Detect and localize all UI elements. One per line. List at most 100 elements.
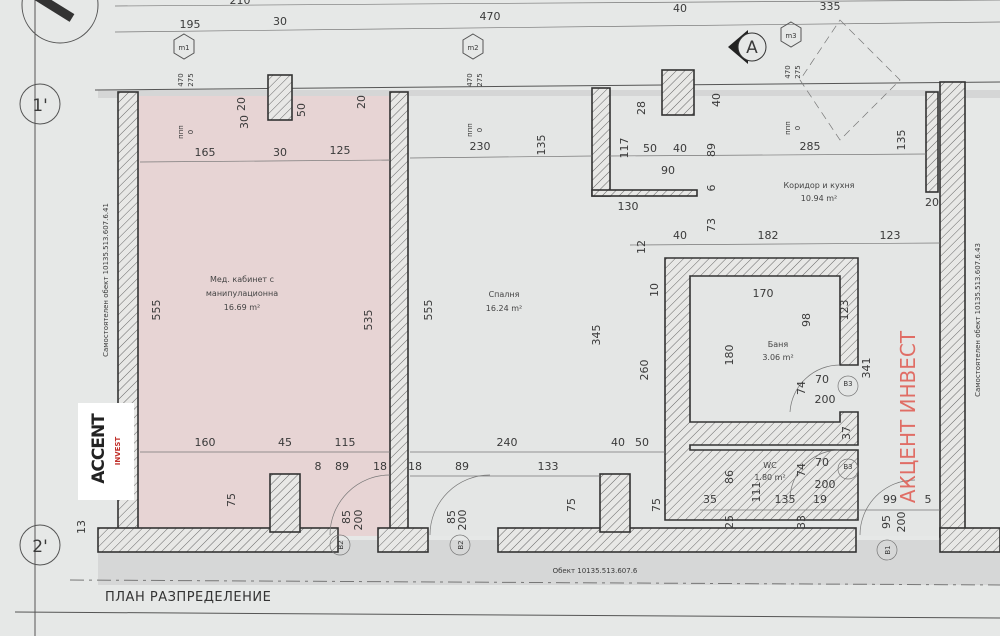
column <box>267 74 293 121</box>
room-bedroom: Спалня 16.24 m² <box>486 290 522 313</box>
dimension-label: 40 <box>710 93 723 107</box>
svg-text:ппп: ппп <box>784 121 792 135</box>
dimension-label: 210 <box>230 0 251 7</box>
dimension-label: 555 <box>150 300 163 321</box>
dimension-label: 45 <box>278 436 292 449</box>
marker-m3: m3 <box>780 21 802 48</box>
dimension-label: 345 <box>590 325 603 346</box>
plan-title: ПЛАН РАЗПРЕДЕЛЕНИЕ <box>105 590 272 605</box>
dimension-label: 125 <box>330 144 351 157</box>
svg-text:16.69 m²: 16.69 m² <box>224 303 260 312</box>
dimension-label: 20 <box>925 196 939 209</box>
dimension-label: 285 <box>800 140 821 153</box>
wall <box>389 91 409 538</box>
dimension-label: 50 <box>643 142 657 155</box>
north-arrow-needle <box>34 0 75 22</box>
dimension-label: 40 <box>673 2 687 15</box>
dimension-label: 86 <box>723 470 736 484</box>
dimension-label: 89 <box>455 460 469 473</box>
svg-text:Баня: Баня <box>768 340 789 349</box>
dimension-label: 89 <box>705 143 718 157</box>
dimension-label: 470 <box>480 10 501 23</box>
dimension-label: 75 <box>225 493 238 507</box>
dimension-label: 19 <box>813 493 827 506</box>
dimension-label: 260 <box>638 360 651 381</box>
dimension-label: 341 <box>860 358 873 379</box>
dimension-label: 111 <box>750 482 763 503</box>
watermark: АКЦЕНТ ИНВЕСТ <box>896 330 921 504</box>
dimension-label: 70 <box>815 456 829 469</box>
dimension-label: 335 <box>820 0 841 13</box>
dimension-label: 30 <box>273 146 287 159</box>
dimension-label: 20 <box>355 95 368 109</box>
section-label: A <box>746 38 758 58</box>
room-medical-office: Мед. кабинет с манипулационна 16.69 m² <box>206 275 278 312</box>
dimension-label: 85 <box>340 510 353 524</box>
room-bathroom: Баня 3.06 m² <box>762 340 793 362</box>
frame-line <box>14 611 1000 619</box>
svg-text:275: 275 <box>476 73 484 86</box>
dimension-label: 40 <box>673 229 687 242</box>
axis-label-2: 2' <box>32 537 48 557</box>
logo-subtext: INVEST <box>114 436 123 466</box>
dimension-label: 50 <box>295 103 308 117</box>
dimension-label: 135 <box>775 493 796 506</box>
dimension-label: 25 <box>723 515 736 529</box>
wall <box>939 527 1000 553</box>
bathroom-walls <box>664 257 859 521</box>
dimension-label: 200 <box>456 510 469 531</box>
svg-text:манипулационна: манипулационна <box>206 289 278 298</box>
svg-text:B2: B2 <box>457 540 465 549</box>
dimension-label: 115 <box>335 436 356 449</box>
wall <box>925 91 939 193</box>
dimension-label: 230 <box>470 140 491 153</box>
dimension-label: 30 <box>238 115 251 129</box>
svg-text:1.80 m²: 1.80 m² <box>754 473 785 482</box>
dimension-label: 8 <box>315 460 322 473</box>
neighbour-label-right: Самостоятелен обект 10135.513.607.6.43 <box>974 243 982 397</box>
door-tag: B2 <box>449 534 471 556</box>
column <box>599 473 631 533</box>
svg-text:16.24 m²: 16.24 m² <box>486 304 522 313</box>
room-wc: WC 1.80 m² <box>754 461 785 482</box>
svg-text:470: 470 <box>784 65 792 78</box>
svg-text:WC: WC <box>763 461 777 470</box>
svg-text:ппп: ппп <box>466 123 474 137</box>
dimension-label: 117 <box>618 138 631 159</box>
dimension-label: 180 <box>723 345 736 366</box>
dimension-label: 555 <box>422 300 435 321</box>
svg-text:Коридор и кухня: Коридор и кухня <box>784 181 855 190</box>
dimension-label: 18 <box>408 460 422 473</box>
dimension-label: 74 <box>795 381 808 395</box>
dimension-label: 75 <box>565 498 578 512</box>
facade-band <box>98 90 1000 98</box>
dimension-label: 123 <box>838 300 851 321</box>
dimension-label: 200 <box>352 510 365 531</box>
neighbour-label-left: Самостоятелен обект 10135.513.607.6.41 <box>102 203 110 357</box>
dimension-label: 95 <box>880 515 893 529</box>
svg-text:0: 0 <box>794 126 802 130</box>
svg-text:10.94 m²: 10.94 m² <box>801 194 837 203</box>
wall <box>497 527 857 553</box>
room-fill-medical <box>138 96 390 536</box>
dimension-label: 123 <box>880 229 901 242</box>
dimension-label: 10 <box>648 283 661 297</box>
wall <box>377 527 429 553</box>
dimension-label: 50 <box>635 436 649 449</box>
svg-text:B3: B3 <box>843 380 852 388</box>
dimension-label: 240 <box>497 436 518 449</box>
dimension-label: 200 <box>815 393 836 406</box>
dimension-label: 200 <box>895 512 908 533</box>
column <box>661 69 695 116</box>
door-tag: B2 <box>329 534 351 556</box>
level-note: 470 275 ппп 0 470 275 ппп 0 470 275 ппп … <box>177 65 802 139</box>
svg-text:m1: m1 <box>178 44 189 52</box>
dimension-label: 30 <box>273 15 287 28</box>
neighbour-label-bottom: Обект 10135.513.607.6 <box>553 567 638 575</box>
dimension-label: 74 <box>795 463 808 477</box>
dimension-label: 40 <box>611 436 625 449</box>
accent-invest-logo: ACCENT INVEST <box>78 403 134 500</box>
door-tag: B3 <box>837 458 859 480</box>
